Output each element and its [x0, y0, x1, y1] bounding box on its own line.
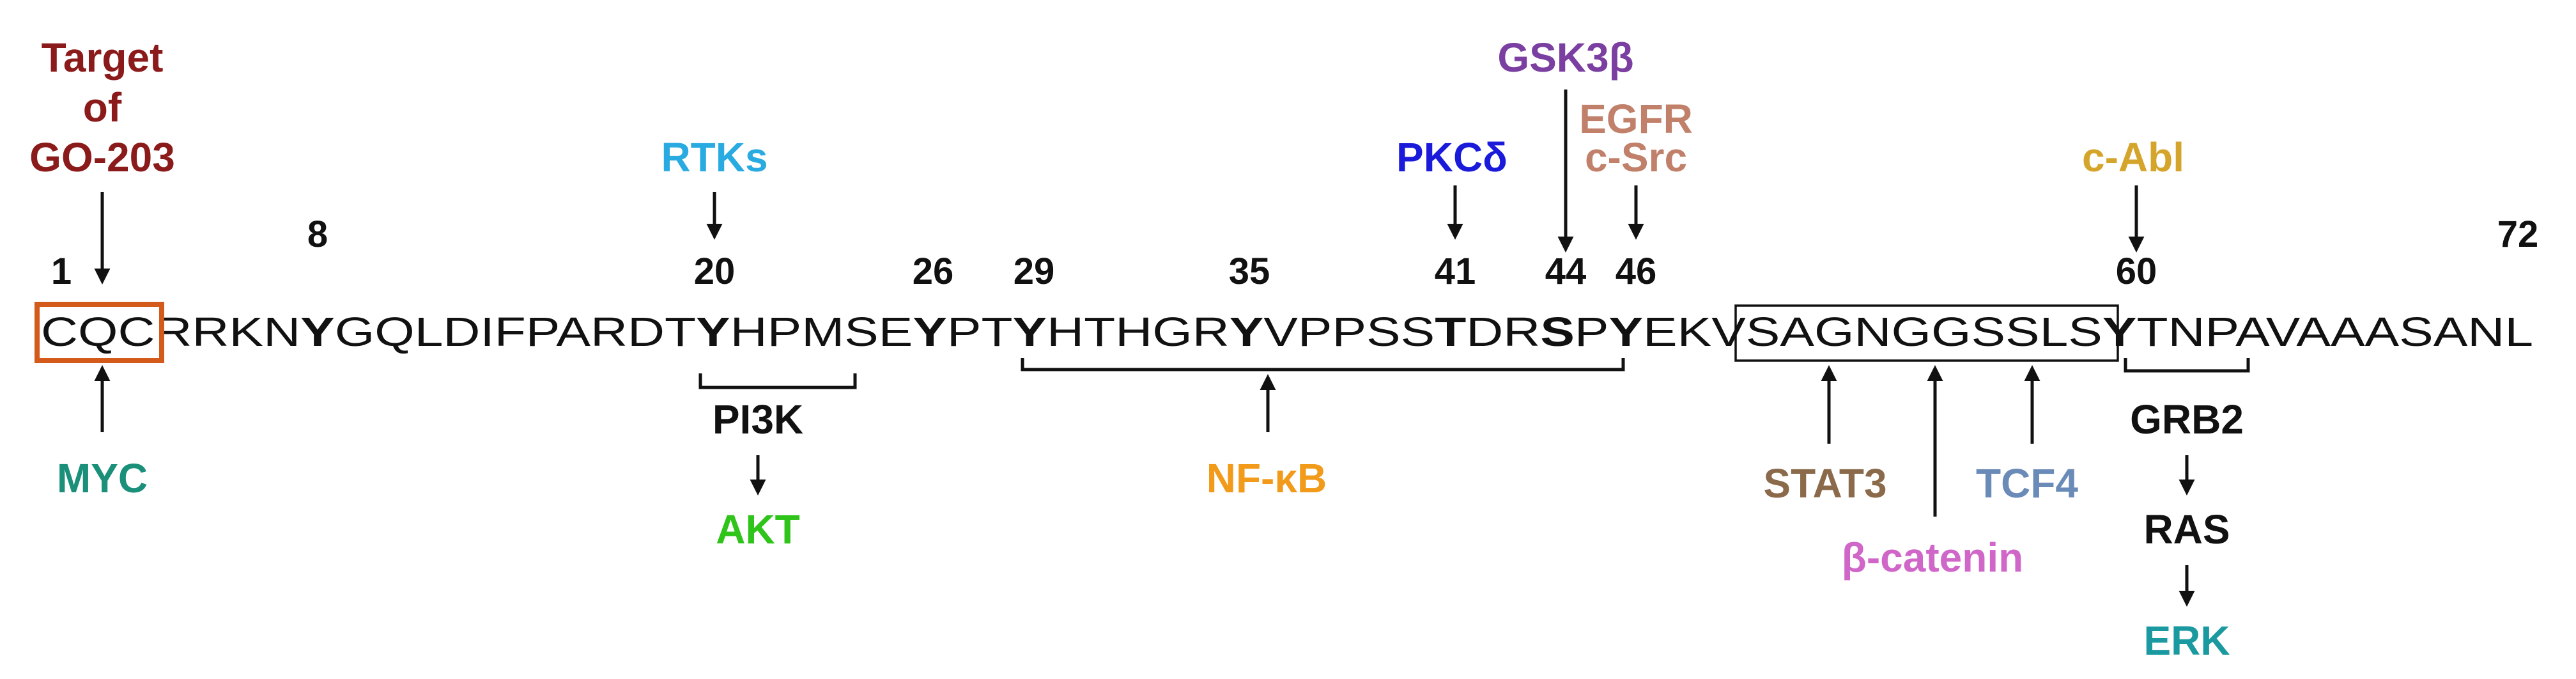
sequence-fragment: HTHGR [1047, 309, 1230, 355]
position-8: 8 [307, 214, 328, 255]
pi3k-label: PI3K [713, 396, 803, 442]
tcf4-label: TCF4 [1976, 460, 2078, 506]
sequence-fragment: GQLDIFPARDT [335, 309, 696, 355]
target-label-line2: of [83, 84, 122, 130]
position-72: 72 [2497, 214, 2539, 255]
position-60: 60 [2116, 251, 2157, 292]
position-41: 41 [1435, 251, 1476, 292]
cqc-box [35, 302, 164, 363]
egfr-label: EGFR [1579, 96, 1693, 142]
akt-label: AKT [716, 506, 800, 552]
nfkb-label: NF-κB [1207, 455, 1327, 501]
sequence-key-residue: Y [1608, 309, 1643, 355]
cabl-label: c-Abl [2082, 134, 2184, 180]
sequence-key-residue: T [1435, 309, 1466, 355]
sequence-key-residue: S [1540, 309, 1575, 355]
grb2-label: GRB2 [2130, 396, 2244, 442]
sequence-fragment: CQC [41, 309, 155, 355]
sequence-fragment: HPMSE [730, 309, 913, 355]
position-44: 44 [1545, 251, 1587, 292]
position-20: 20 [694, 251, 736, 292]
stat3-label: STAT3 [1763, 460, 1886, 506]
sequence-key-residue: Y [1230, 309, 1264, 355]
target-label-line3: GO-203 [29, 134, 175, 180]
sequence-key-residue: Y [913, 309, 947, 355]
sequence-fragment: P [1575, 309, 1609, 355]
sequence-fragment: EKV [1643, 309, 1746, 355]
position-1: 1 [51, 251, 72, 292]
nfkb-bracket [1021, 358, 1625, 371]
position-46: 46 [1616, 251, 1657, 292]
target-label-line1: Target [42, 35, 164, 81]
sequence-fragment: SAGNGGSSLS [1746, 309, 2102, 355]
sequence-key-residue: Y [696, 309, 730, 355]
csrc-label: c-Src [1585, 134, 1687, 180]
erk-label: ERK [2143, 618, 2230, 664]
pkcd-label: PKCδ [1396, 134, 1508, 180]
position-35: 35 [1229, 251, 1270, 292]
grb2-bracket [2124, 358, 2250, 373]
sequence-key-residue: Y [1013, 309, 1047, 355]
position-26: 26 [913, 251, 954, 292]
bcatenin-label: β-catenin [1842, 535, 2023, 581]
position-29: 29 [1014, 251, 1055, 292]
ras-label: RAS [2143, 506, 2230, 552]
sequence-fragment: RRKN [155, 309, 301, 355]
sequence-fragment: PT [947, 309, 1013, 355]
myc-label: MYC [57, 455, 148, 501]
rtks-label: RTKs [661, 134, 767, 180]
sequence-key-residue: Y [2102, 309, 2137, 355]
motif-box [1734, 304, 2119, 362]
gsk3b-label: GSK3β [1497, 35, 1633, 81]
sequence-fragment: TNPAVAAASANL [2136, 309, 2533, 355]
sequence-key-residue: Y [300, 309, 335, 355]
sequence-fragment: VPPSS [1263, 309, 1435, 355]
sequence-fragment: DR [1466, 309, 1540, 355]
pi3k-bracket [698, 373, 857, 389]
